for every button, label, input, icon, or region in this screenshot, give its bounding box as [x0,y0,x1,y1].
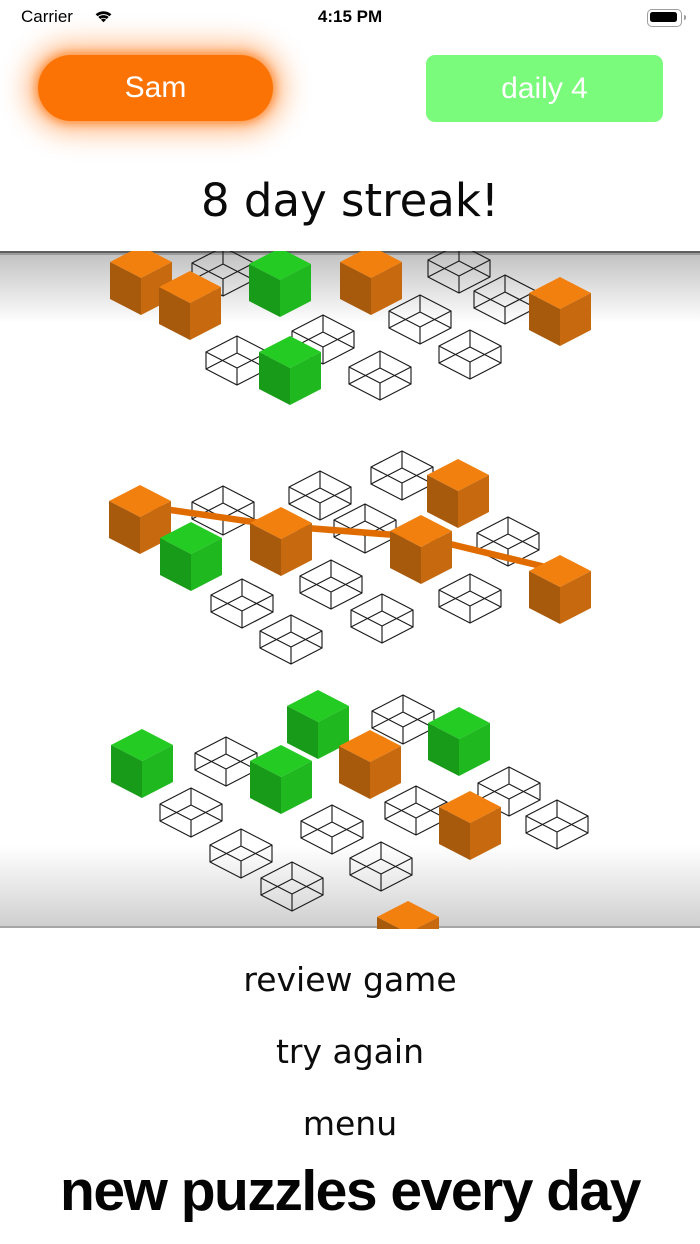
daily-button-label: daily 4 [501,71,588,105]
cube-green [160,522,222,591]
menu-button[interactable]: menu [302,1104,398,1143]
wireframe-box [384,785,448,836]
cube-green [250,745,312,814]
cube-orange [427,459,489,528]
wireframe-box [209,828,273,879]
wireframe-box [348,350,412,401]
cube-orange [439,791,501,860]
wireframe-box [371,694,435,745]
battery-nub [683,14,686,20]
tagline-text: new puzzles every day [60,1159,641,1223]
status-bar: Carrier 4:15 PM [0,0,700,34]
wireframe-box [438,329,502,380]
review-game-button[interactable]: review game [243,960,457,999]
cube-orange [339,730,401,799]
cube-green [259,336,321,405]
battery-fill [649,11,677,22]
wireframe-box [288,470,352,521]
wireframe-box [438,573,502,624]
wireframe-box [299,559,363,610]
wireframe-box [210,578,274,629]
wireframe-box [388,294,452,345]
wireframe-box [159,787,223,838]
cube-orange [250,507,312,576]
wireframe-box [525,799,589,850]
wifi-icon [92,9,115,30]
wireframe-box [260,861,324,912]
wireframe-box [259,614,323,665]
cube-orange [529,555,591,624]
wireframe-box [350,593,414,644]
carrier-label: Carrier [21,7,73,26]
try-again-button[interactable]: try again [275,1032,424,1071]
profile-button-label: Sam [124,71,187,104]
daily-puzzle-button[interactable]: daily 4 [426,55,663,122]
wireframe-box [349,841,413,892]
time-label: 4:15 PM [317,7,383,26]
wireframe-box [194,736,258,787]
puzzle-scene[interactable] [0,251,700,929]
cube-green [249,251,311,317]
wireframe-box [427,251,491,294]
battery-icon [647,9,686,27]
cube-green [111,729,173,798]
connection-rod [146,503,566,575]
cube-green [428,707,490,776]
wireframe-box [370,450,434,501]
wireframe-box [300,804,364,855]
cube-orange [390,515,452,584]
cube-orange [159,271,221,340]
cube-orange [529,277,591,346]
profile-button[interactable]: Sam [38,55,273,121]
wireframe-box [477,766,541,817]
streak-title: 8 day streak! [201,174,499,227]
wireframe-box [205,335,269,386]
wireframe-box [476,516,540,567]
cube-orange [377,901,439,929]
cube-orange [340,251,402,315]
